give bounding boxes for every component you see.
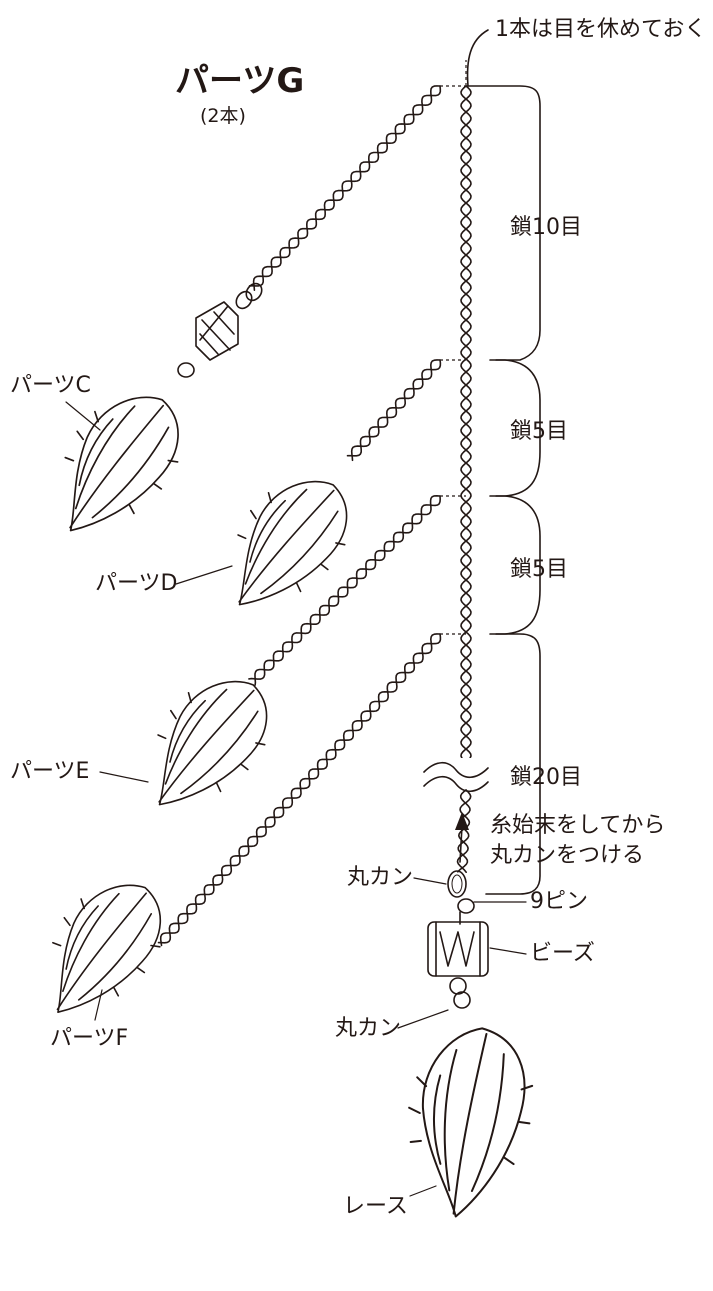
label-lace-leader	[409, 1185, 437, 1197]
part-label-d: パーツD	[95, 571, 178, 596]
finish-note-line2: 丸カンをつける	[490, 843, 644, 868]
part-label-f: パーツF	[50, 1026, 128, 1051]
break-symbol	[418, 758, 489, 793]
lace-feather	[408, 1027, 534, 1218]
branch-chain-c	[248, 85, 442, 291]
part-label-e-leader	[99, 771, 149, 783]
part-label-e: パーツE	[10, 759, 89, 784]
main-chain	[456, 85, 472, 873]
label-bead-leader	[489, 947, 527, 955]
bottom-ring-bottom	[449, 977, 471, 1009]
chain-label-5a: 鎖5目	[510, 419, 568, 444]
bottom-ring-top	[447, 870, 467, 898]
bottom-bead	[427, 921, 489, 977]
label-ring-bottom: 丸カン	[335, 1016, 401, 1041]
label-lace: レース	[343, 1194, 408, 1219]
part-c-ring-bottom	[177, 362, 195, 378]
up-arrow	[455, 812, 469, 863]
feather-f	[52, 884, 162, 1013]
chain-label-5b: 鎖5目	[510, 557, 568, 582]
finish-note-line1: 糸始末をしてから	[490, 813, 665, 838]
part-c-ring-top	[235, 282, 263, 310]
label-ring-top: 丸カン	[347, 865, 413, 890]
diagram-title: パーツG	[175, 61, 304, 101]
branch-chain-d	[346, 359, 442, 462]
feather-c	[64, 396, 179, 532]
feather-e	[157, 680, 268, 806]
part-c-bead	[195, 301, 239, 361]
chain-label-20: 鎖20目	[510, 765, 582, 790]
part-label-c-leader	[65, 401, 101, 431]
part-label-d-leader	[175, 565, 233, 585]
nine-pin	[457, 898, 475, 925]
label-bead: ビーズ	[530, 941, 595, 966]
chain-count-brackets	[465, 85, 541, 895]
feather-d	[237, 480, 348, 606]
top-note-leader	[466, 29, 489, 87]
branch-chain-e	[248, 495, 441, 686]
chain-label-10: 鎖10目	[510, 215, 582, 240]
part-label-c: パーツC	[10, 373, 91, 398]
top-note: 1本は目を休めておく	[495, 17, 706, 42]
label-ring-bottom-leader	[397, 1009, 449, 1029]
part-label-f-leader	[94, 989, 103, 1021]
branch-chain-f	[157, 633, 442, 947]
label-ring-top-leader	[413, 877, 447, 885]
diagram-subtitle: (2本)	[200, 105, 246, 127]
label-nine-pin: 9ピン	[530, 889, 588, 914]
